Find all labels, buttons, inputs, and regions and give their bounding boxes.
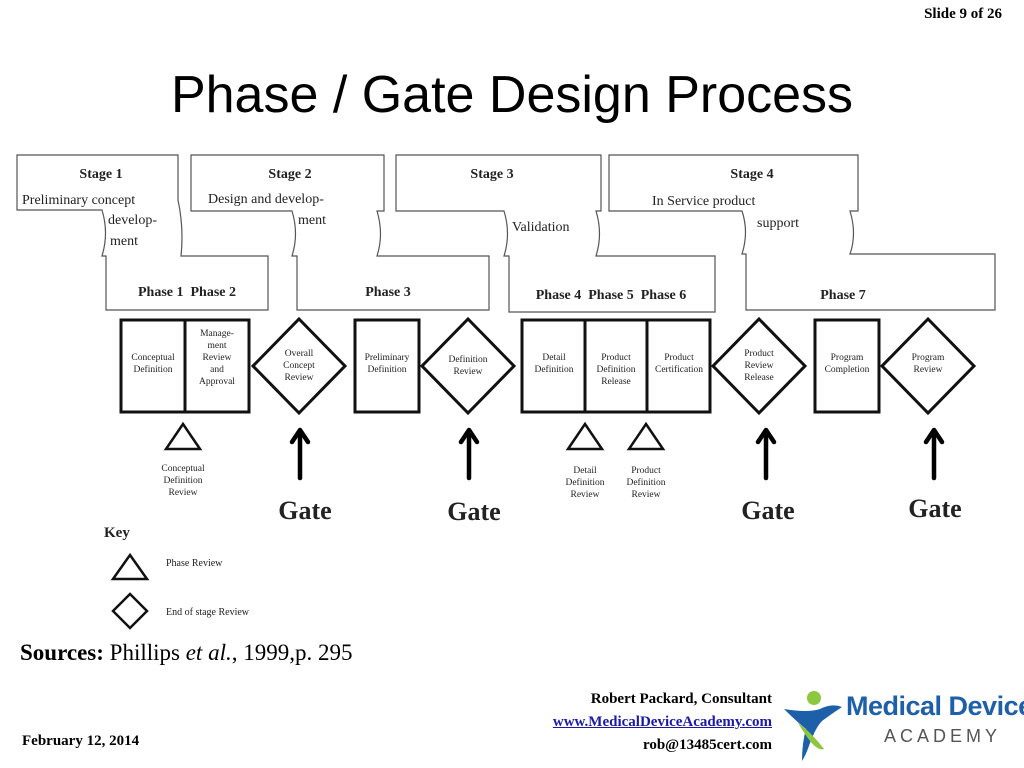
preliminary-definition-box [353,318,421,414]
footer-contact: Robert Packard, Consultant www.MedicalDe… [553,688,772,757]
gate-arrow-1 [289,427,311,481]
phase-label-4-6: Phase 4 Phase 5 Phase 6 [536,288,687,303]
phase-4-6-box [520,318,712,414]
stage-4-shape [608,154,996,311]
stage-3-shape [395,154,716,313]
stage-1-shape [16,154,269,311]
triangle-detail-definition-review [565,421,605,451]
sources-citation: Sources: Phillips et al., 1999,p. 295 [20,640,353,665]
consultant-name: Robert Packard, Consultant [590,691,772,707]
gate-label-3: Gate [741,496,794,525]
stage-1-title: Stage 1 [79,167,122,182]
diamond-overall-concept-review [250,316,348,416]
slide-title: Phase / Gate Design Process [170,66,854,124]
key-phase-review: Phase Review [166,558,223,569]
gate-arrow-4 [923,427,945,481]
gate-arrow-3 [755,427,777,481]
key-end-of-stage: End of stage Review [166,607,250,618]
gate-arrow-2 [458,427,480,481]
stage-1-desc-1: Preliminary concept [22,193,135,208]
program-completion-box [813,318,881,414]
slide-number: Slide 9 of 26 [924,6,1002,22]
key-triangle-icon [110,552,150,581]
gate-label-2: Gate [447,497,500,526]
stage-2-desc-2: ment [298,213,326,228]
logo-figure-icon [784,691,842,761]
stage-4-desc-1: In Service product [652,194,756,209]
medical-device-academy-logo: Medical Device ACADEMY [780,683,1024,763]
contact-email: rob@13485cert.com [642,737,772,753]
logo-title: Medical Device [846,691,1024,721]
triangle-conceptual-definition-review [163,421,203,451]
logo-subtitle: ACADEMY [884,726,1002,746]
diamond-product-review-release [710,316,808,416]
key-title: Key [104,525,130,541]
stage-4-desc-2: support [757,216,799,231]
triangle-product-definition-review [626,421,666,451]
diamond-program-review [879,316,977,416]
diamond-definition-review [419,316,517,416]
stage-3-desc-1: Validation [512,220,570,235]
phase-label-3: Phase 3 [365,285,411,300]
stage-1-desc-2: develop- [108,213,157,228]
gate-label-4: Gate [908,494,961,523]
footer-date: February 12, 2014 [22,733,140,749]
stage-4-title: Stage 4 [730,167,773,182]
website-link[interactable]: www.MedicalDeviceAcademy.com [552,714,772,730]
phase-label-7: Phase 7 [820,288,866,303]
phase-gate-diagram: Stage 1 Preliminary concept develop- men… [16,154,996,630]
stage-3-title: Stage 3 [470,167,513,182]
stage-2-shape [190,154,490,311]
gate-label-1: Gate [278,496,331,525]
key-diamond-icon [111,592,149,630]
phase-label-1-2: Phase 1 Phase 2 [138,285,236,300]
stage-2-title: Stage 2 [268,167,311,182]
stage-2-desc-1: Design and develop- [208,192,324,207]
stage-1-desc-3: ment [110,234,138,249]
